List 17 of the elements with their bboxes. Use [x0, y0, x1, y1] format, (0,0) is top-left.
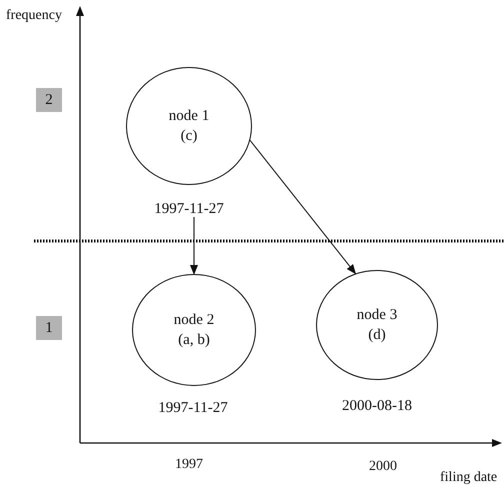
date-label: 1997-11-27	[158, 400, 228, 417]
node-items: (a, b)	[178, 331, 210, 350]
axis-label: frequency	[6, 8, 62, 24]
node-title: node 3	[356, 306, 398, 325]
arrow	[248, 138, 356, 274]
frequency-level: 1	[36, 316, 62, 340]
date-label: 2000-08-18	[342, 398, 412, 415]
date-label: 1997-11-27	[154, 201, 224, 218]
tick-label: 2000	[369, 459, 397, 475]
node-items: (d)	[368, 326, 386, 345]
axis-label: filing date	[440, 470, 498, 486]
arrow	[190, 216, 198, 275]
frequency-level: 2	[36, 88, 62, 112]
node-title: node 1	[168, 107, 210, 126]
node-title: node 2	[174, 311, 214, 330]
tick-label: 1997	[175, 457, 203, 473]
node-items: (c)	[180, 127, 198, 146]
